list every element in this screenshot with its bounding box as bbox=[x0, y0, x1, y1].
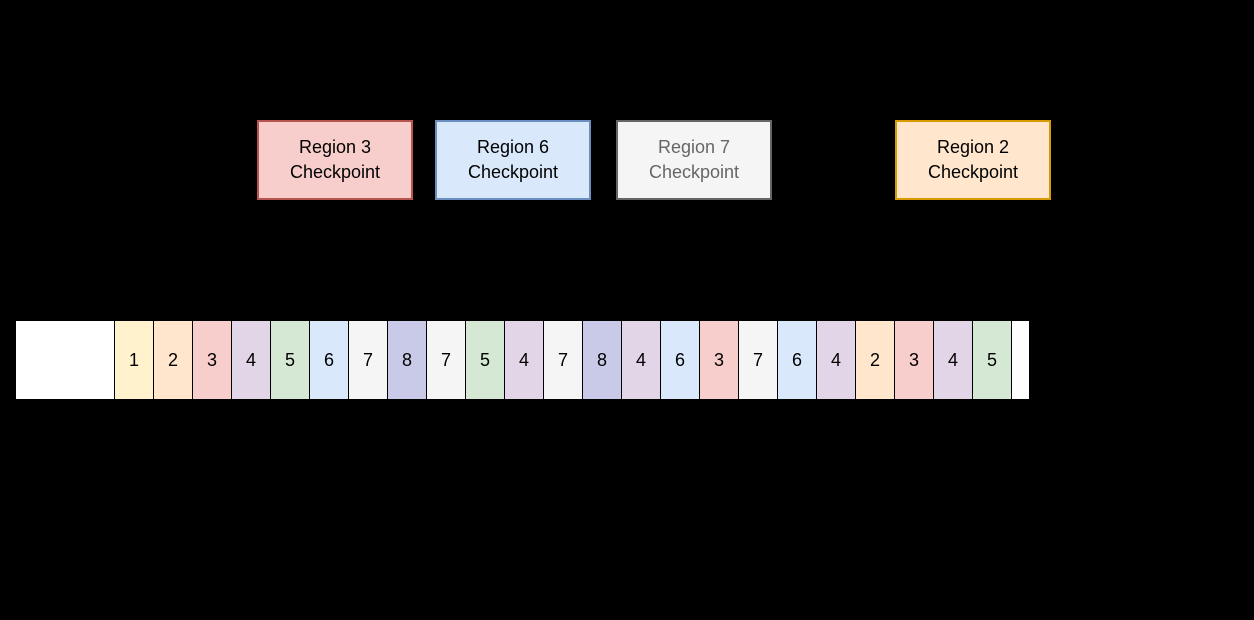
log-cell: 4 bbox=[621, 320, 661, 400]
checkpoint-label-line2: Checkpoint bbox=[927, 162, 1019, 182]
log-cell: 2 bbox=[153, 320, 193, 400]
checkpoint-label-line2: Checkpoint bbox=[467, 162, 559, 182]
log-cell: 7 bbox=[348, 320, 388, 400]
log-cell: 8 bbox=[582, 320, 622, 400]
checkpoint-label-line2: Checkpoint bbox=[648, 162, 740, 182]
checkpoint-label-line2: Checkpoint bbox=[289, 162, 381, 182]
checkpoint-label-line1: Region 6 bbox=[476, 137, 550, 157]
region-2-checkpoint-box: Region 2 Checkpoint bbox=[895, 120, 1051, 200]
log-cell: 4 bbox=[933, 320, 973, 400]
region-7-checkpoint-box: Region 7 Checkpoint bbox=[616, 120, 772, 200]
log-cell-empty bbox=[15, 320, 115, 400]
checkpoint-label-line1: Region 2 bbox=[936, 137, 1010, 157]
log-cell: 6 bbox=[660, 320, 700, 400]
region-6-checkpoint-box: Region 6 Checkpoint bbox=[435, 120, 591, 200]
checkpoint-label-line1: Region 3 bbox=[298, 137, 372, 157]
log-cell: 7 bbox=[426, 320, 466, 400]
log-cell: 1 bbox=[114, 320, 154, 400]
region-3-checkpoint-box: Region 3 Checkpoint bbox=[257, 120, 413, 200]
log-cell: 4 bbox=[816, 320, 856, 400]
log-cell: 7 bbox=[738, 320, 778, 400]
log-cell: 3 bbox=[192, 320, 232, 400]
log-cell-empty bbox=[1011, 320, 1030, 400]
log-cell: 4 bbox=[231, 320, 271, 400]
checkpoint-label-line1: Region 7 bbox=[657, 137, 731, 157]
log-cell: 5 bbox=[972, 320, 1012, 400]
log-cell: 8 bbox=[387, 320, 427, 400]
log-cell: 6 bbox=[777, 320, 817, 400]
log-cell: 5 bbox=[465, 320, 505, 400]
log-cell: 2 bbox=[855, 320, 895, 400]
log-cell: 3 bbox=[699, 320, 739, 400]
log-cell: 3 bbox=[894, 320, 934, 400]
log-cell: 7 bbox=[543, 320, 583, 400]
log-cell: 5 bbox=[270, 320, 310, 400]
log-cell: 4 bbox=[504, 320, 544, 400]
log-cell: 6 bbox=[309, 320, 349, 400]
